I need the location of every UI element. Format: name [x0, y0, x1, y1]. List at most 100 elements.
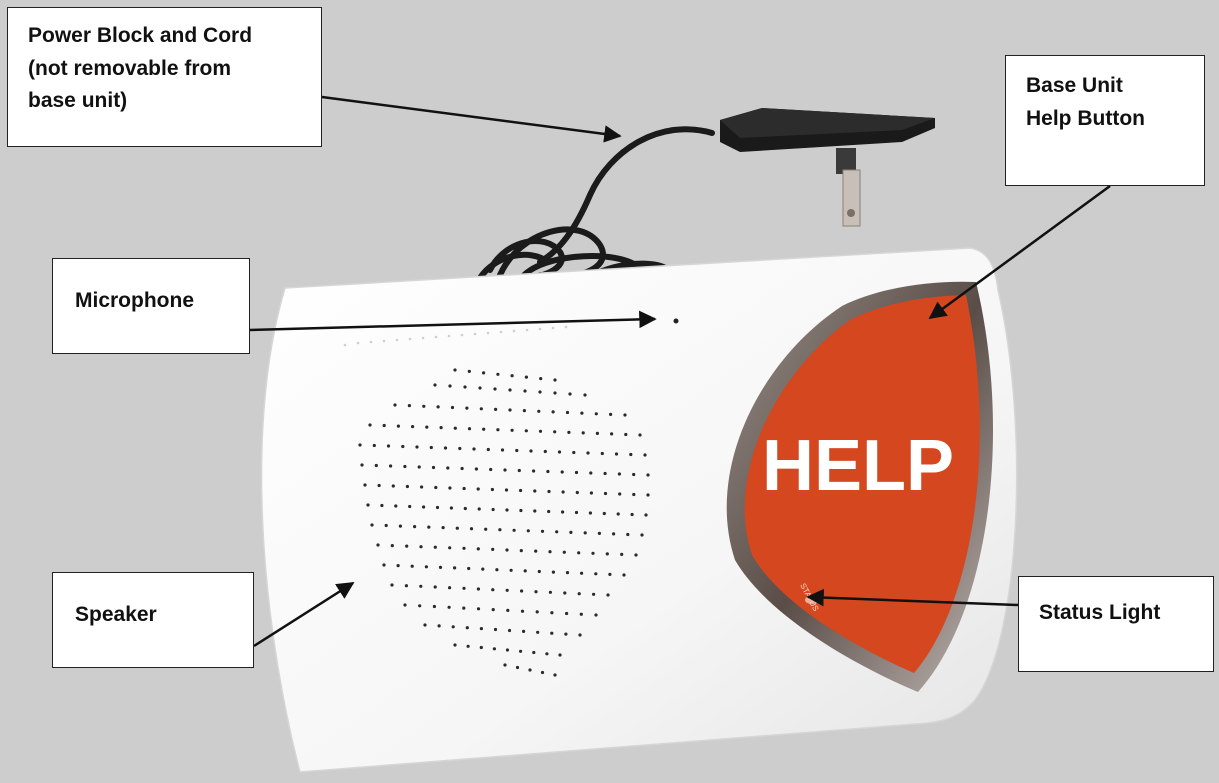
speaker-hole [437, 624, 441, 628]
speaker-hole [623, 413, 627, 417]
speaker-hole [494, 407, 498, 411]
speaker-hole [476, 547, 480, 551]
speaker-hole [393, 403, 397, 407]
speaker-hole [449, 506, 453, 510]
speaker-hole [463, 385, 467, 389]
speaker-hole [632, 472, 636, 477]
speaker-hole [603, 471, 607, 476]
speaker-hole [617, 472, 622, 476]
speaker-hole [423, 623, 427, 627]
speaker-hole [609, 412, 613, 416]
speaker-hole [478, 386, 482, 390]
speaker-hole [605, 552, 609, 556]
speaker-hole [534, 590, 538, 594]
speaker-hole [503, 468, 507, 472]
speaker-hole [597, 531, 602, 536]
speaker-hole [427, 525, 431, 529]
callout-power-line-2: (not removable from [28, 56, 232, 80]
speaker-hole [417, 465, 421, 469]
speaker-hole [479, 645, 483, 650]
speaker-hole [505, 588, 509, 592]
speaker-grille-faint [343, 325, 568, 347]
speaker-hole [433, 585, 437, 589]
speaker-hole [646, 493, 650, 497]
speaker-hole [469, 527, 474, 531]
speaker-hole [509, 568, 513, 572]
speaker-hole [418, 604, 422, 608]
speaker-hole [606, 593, 610, 597]
speaker-hole [529, 449, 533, 453]
speaker-hole [537, 409, 541, 413]
callout-arrows [249, 95, 1111, 648]
speaker-hole [472, 447, 476, 451]
callout-base-unit-help-button: Base Unit Help Button [1005, 55, 1205, 186]
speaker-hole [382, 423, 386, 428]
speaker-hole [476, 587, 480, 591]
speaker-hole [563, 591, 567, 595]
speaker-hole [474, 467, 478, 471]
speaker-hole [510, 428, 514, 432]
speaker-hole [467, 566, 471, 571]
speaker-hole [568, 392, 572, 396]
speaker-hole [567, 430, 571, 434]
speaker-hole [486, 447, 490, 452]
speaker-hole [450, 405, 455, 410]
speaker-hole [403, 464, 407, 469]
arrow-power [321, 95, 622, 143]
speaker-hole [463, 506, 467, 511]
speaker-hole [405, 484, 409, 489]
speaker-hole [520, 589, 524, 593]
speaker-hole [448, 546, 452, 550]
speaker-hole [538, 390, 542, 394]
speaker-hole [481, 567, 485, 571]
speaker-grille [358, 368, 650, 677]
speaker-hole [436, 405, 440, 409]
speaker-hole [491, 507, 495, 512]
help-button[interactable]: HELP STATUS [726, 281, 994, 692]
speaker-hole [515, 665, 520, 670]
speaker-hole [555, 530, 559, 534]
speaker-hole [425, 425, 429, 429]
speaker-hole [448, 586, 452, 590]
speaker-hole [640, 533, 644, 537]
speaker-hole [600, 451, 604, 456]
speaker-hole [519, 488, 523, 493]
speaker-hole [522, 409, 527, 413]
speaker-hole [532, 650, 536, 655]
speaker-hole [453, 368, 457, 372]
speaker-hole [460, 466, 464, 471]
speaker-hole [553, 391, 557, 395]
speaker-hole [503, 663, 507, 667]
speaker-hole [391, 484, 395, 488]
speaker-hole [424, 565, 428, 569]
speaker-hole [630, 512, 634, 517]
speaker-hole [432, 604, 436, 609]
speaker-hole [557, 450, 562, 454]
speaker-hole [462, 606, 466, 610]
speaker-hole [634, 553, 638, 557]
speaker-hole [455, 526, 459, 530]
power-block [720, 108, 935, 227]
speaker-hole [524, 375, 529, 379]
speaker-hole [546, 469, 550, 474]
speaker-hole [404, 584, 408, 588]
speaker-hole [537, 569, 541, 574]
speaker-hole [386, 444, 391, 448]
speaker-hole [533, 509, 537, 513]
speaker-hole [594, 572, 598, 576]
speaker-hole [438, 565, 443, 570]
callout-power-block: Power Block and Cord (not removable from… [7, 7, 322, 147]
speaker-hole [396, 564, 400, 568]
speaker-hole [574, 510, 579, 515]
speaker-hole [565, 410, 570, 415]
speaker-hole [447, 605, 451, 609]
callout-base-line-2: Help Button [1026, 106, 1145, 130]
speaker-hole [390, 544, 394, 548]
speaker-hole [646, 473, 650, 477]
speaker-hole [413, 525, 417, 529]
speaker-hole [553, 378, 557, 382]
speaker-hole [496, 372, 500, 376]
speaker-hole [479, 407, 483, 411]
speaker-hole [535, 610, 539, 614]
